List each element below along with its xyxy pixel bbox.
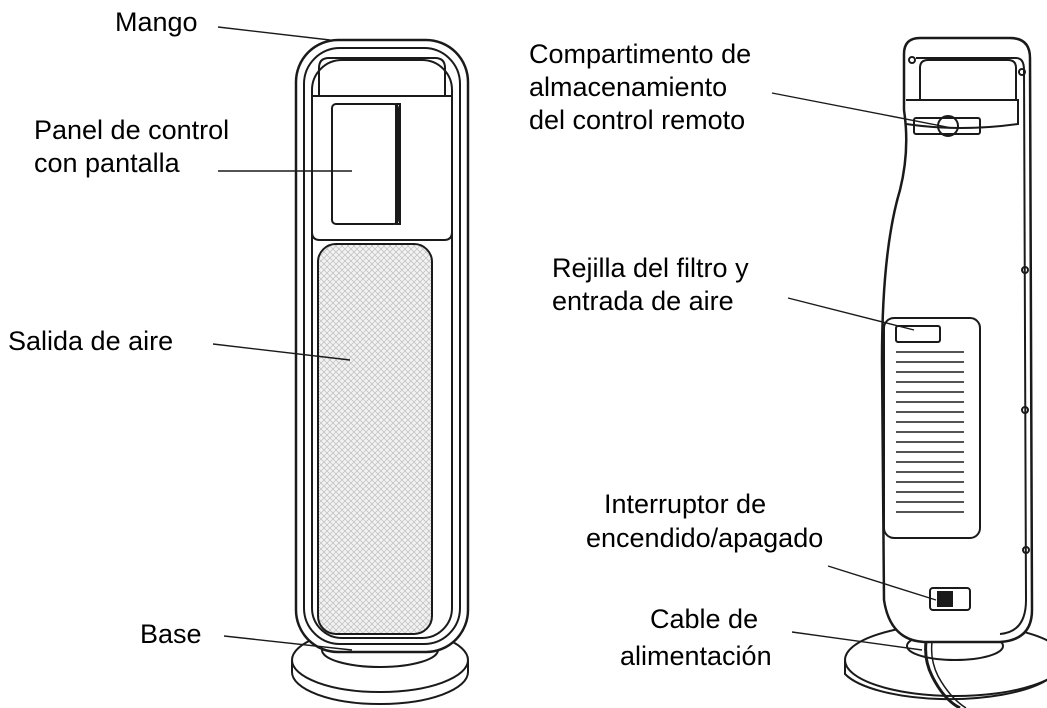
back-heater xyxy=(844,36,1047,708)
label-panel-de-control: Panel de control con pantalla xyxy=(34,114,229,180)
leader-lines xyxy=(212,26,953,651)
label-cable: Cable de xyxy=(650,603,758,636)
label-compartimento: Compartimento de almacenamiento del cont… xyxy=(529,38,751,137)
label-rejilla-line1: Rejilla del filtro y xyxy=(552,253,749,283)
leader-interruptor xyxy=(827,565,937,601)
label-panel-line1: Panel de control xyxy=(34,115,230,145)
power-switch xyxy=(929,587,971,611)
leader-rejilla xyxy=(787,297,915,331)
back-filter-grille xyxy=(883,317,981,539)
label-compartimento-line1: Compartimento de xyxy=(529,39,752,69)
label-rejilla: Rejilla del filtro y entrada de aire xyxy=(552,252,749,318)
label-mango: Mango xyxy=(115,6,198,39)
label-interruptor: Interruptor de xyxy=(604,488,766,521)
label-interruptor-line1: Interruptor de xyxy=(604,489,767,519)
label-mango-text: Mango xyxy=(115,7,198,37)
label-interruptor-line2: encendido/apagado xyxy=(586,523,824,553)
leader-mango xyxy=(217,26,331,41)
front-heater xyxy=(291,38,470,705)
front-air-outlet xyxy=(317,243,433,635)
label-interruptor-2: encendido/apagado xyxy=(586,522,823,555)
label-panel-line2: con pantalla xyxy=(34,148,180,178)
front-control-panel xyxy=(311,95,453,241)
power-cord xyxy=(924,641,967,708)
leader-base xyxy=(223,635,353,651)
leader-compartimento xyxy=(771,92,953,129)
label-salida-de-aire: Salida de aire xyxy=(8,325,173,358)
label-rejilla-line2: entrada de aire xyxy=(552,286,734,316)
front-handle xyxy=(318,57,446,100)
leader-cable xyxy=(791,631,923,651)
leader-salida xyxy=(212,343,351,361)
remote-storage-compartment xyxy=(905,99,1019,137)
label-compartimento-line3: del control remoto xyxy=(529,105,746,135)
label-base-text: Base xyxy=(140,619,202,649)
label-cable-line1: Cable de xyxy=(650,604,759,634)
label-compartimento-line2: almacenamiento xyxy=(529,72,728,102)
label-cable-line2: alimentación xyxy=(620,641,772,671)
label-cable-2: alimentación xyxy=(620,640,772,673)
label-salida-text: Salida de aire xyxy=(8,326,174,356)
label-base: Base xyxy=(140,618,202,651)
